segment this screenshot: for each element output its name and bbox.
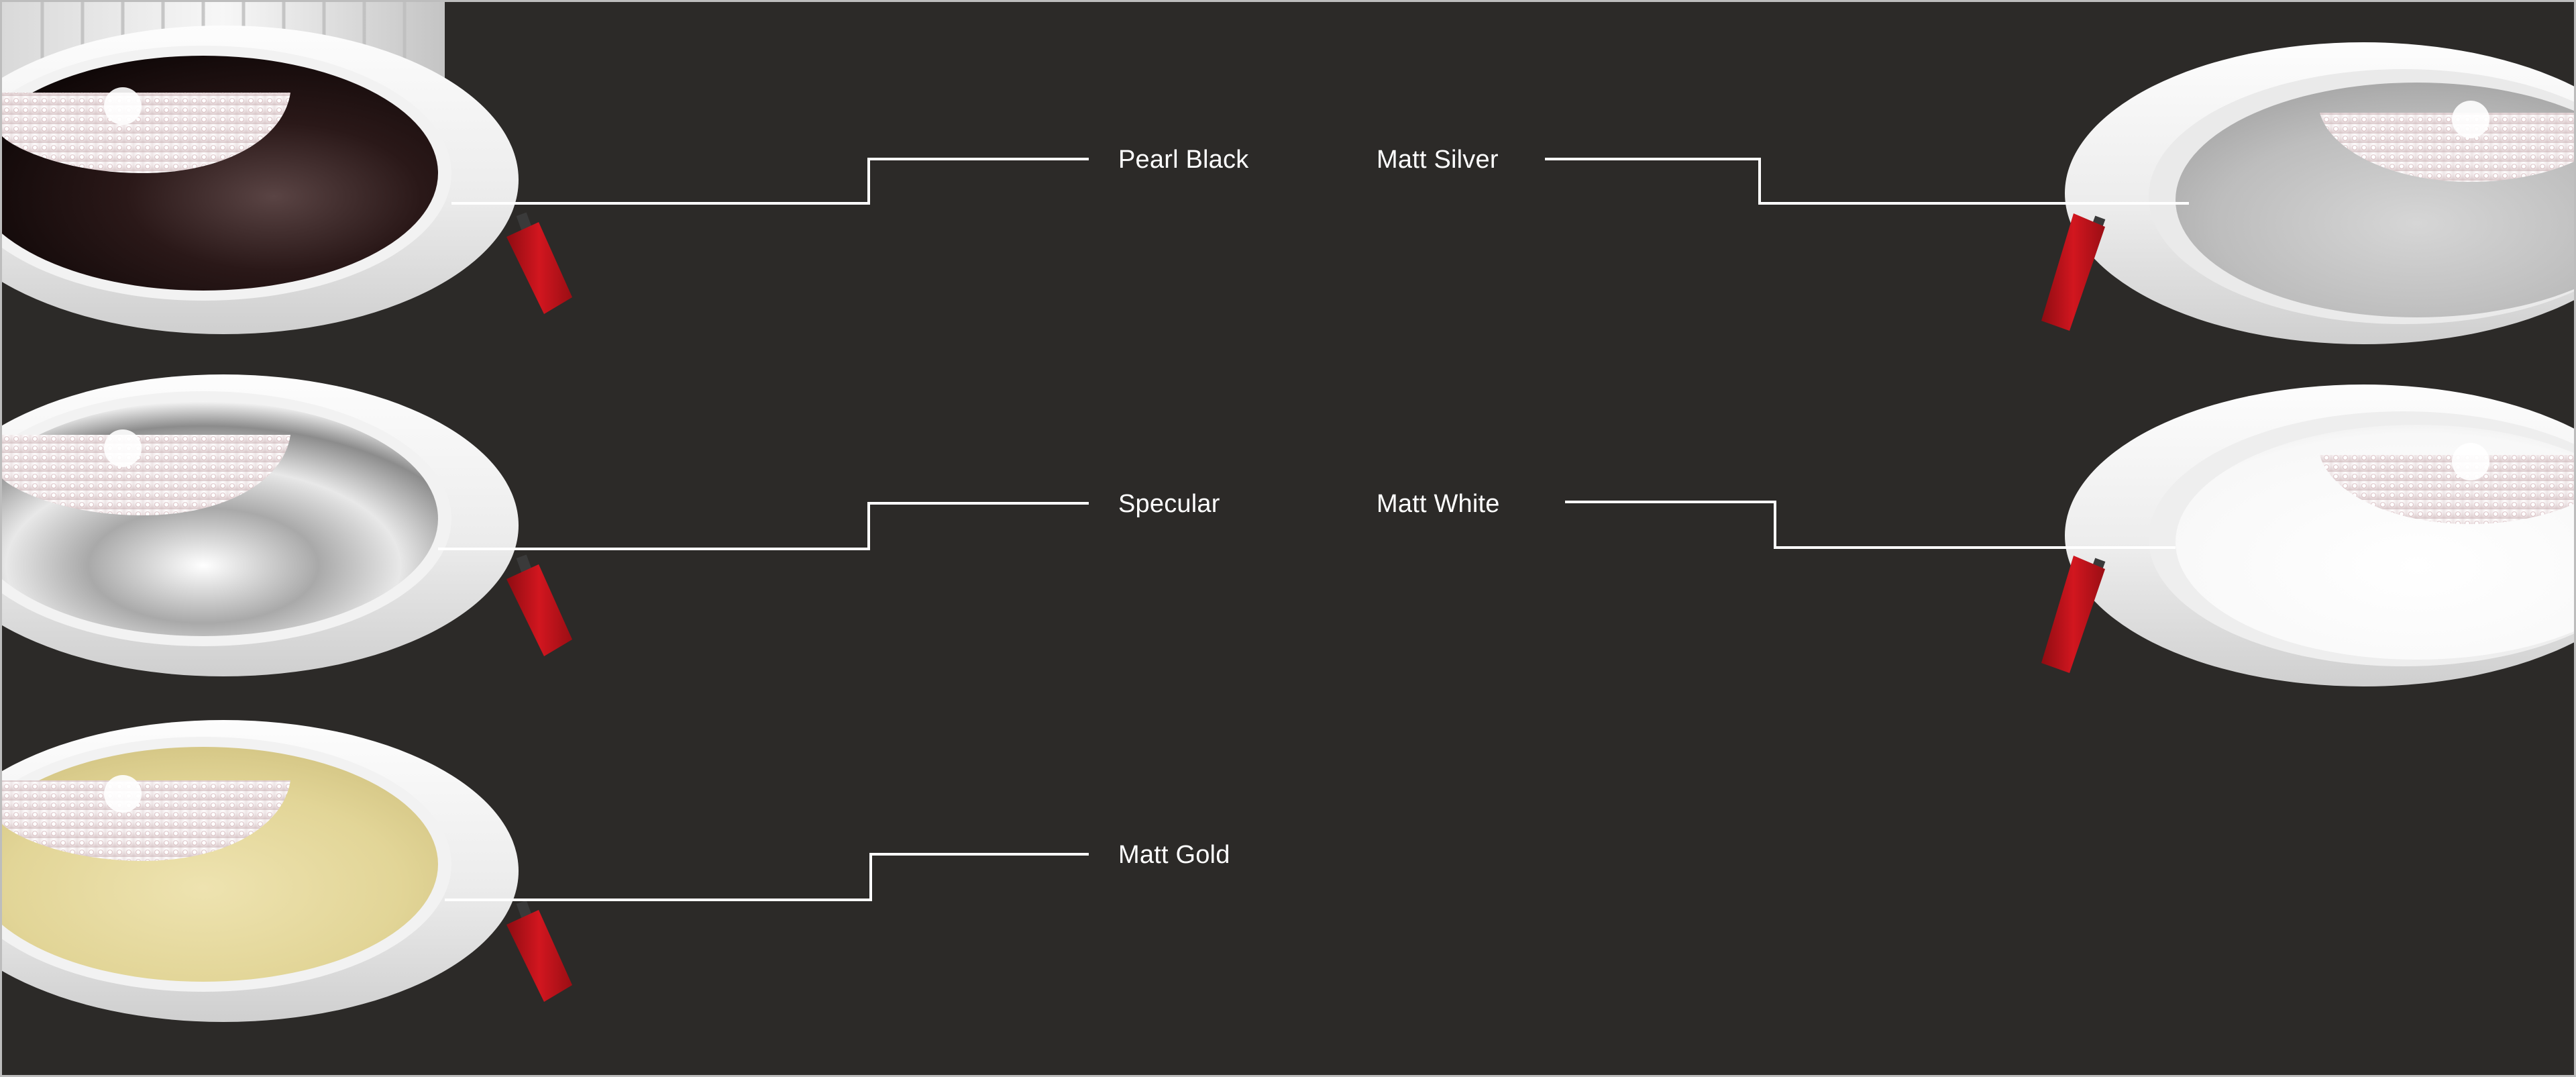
spring-clip-icon [2041,556,2106,673]
label-matt-white: Matt White [1377,490,1500,518]
matt-white-downlight [2041,384,2574,686]
leader-line-pearl-black [451,158,1089,205]
matt-silver-downlight [2041,42,2574,344]
label-pearl-black: Pearl Black [1118,146,1249,174]
led-lens-icon [2320,443,2574,524]
spring-clip-icon [506,212,572,314]
pearl-black-downlight [2,2,572,334]
led-lens-icon [2,775,290,861]
matt-gold-downlight [2,720,572,1022]
label-specular: Specular [1118,490,1220,518]
leader-lines [438,158,2189,901]
spring-clip-icon [506,554,572,656]
led-lens-icon [2320,101,2574,182]
leader-line-matt-gold [445,853,1089,901]
spring-clip-icon [506,900,572,1002]
spring-clip-icon [2041,213,2106,331]
led-lens-icon [2,429,290,515]
led-lens-icon [2,87,290,173]
leader-line-matt-silver [1545,158,2189,205]
specular-downlight [2,374,572,676]
leader-line-specular [438,502,1089,550]
label-matt-silver: Matt Silver [1377,146,1499,174]
label-matt-gold: Matt Gold [1118,841,1230,869]
leader-line-matt-white [1565,501,2176,549]
